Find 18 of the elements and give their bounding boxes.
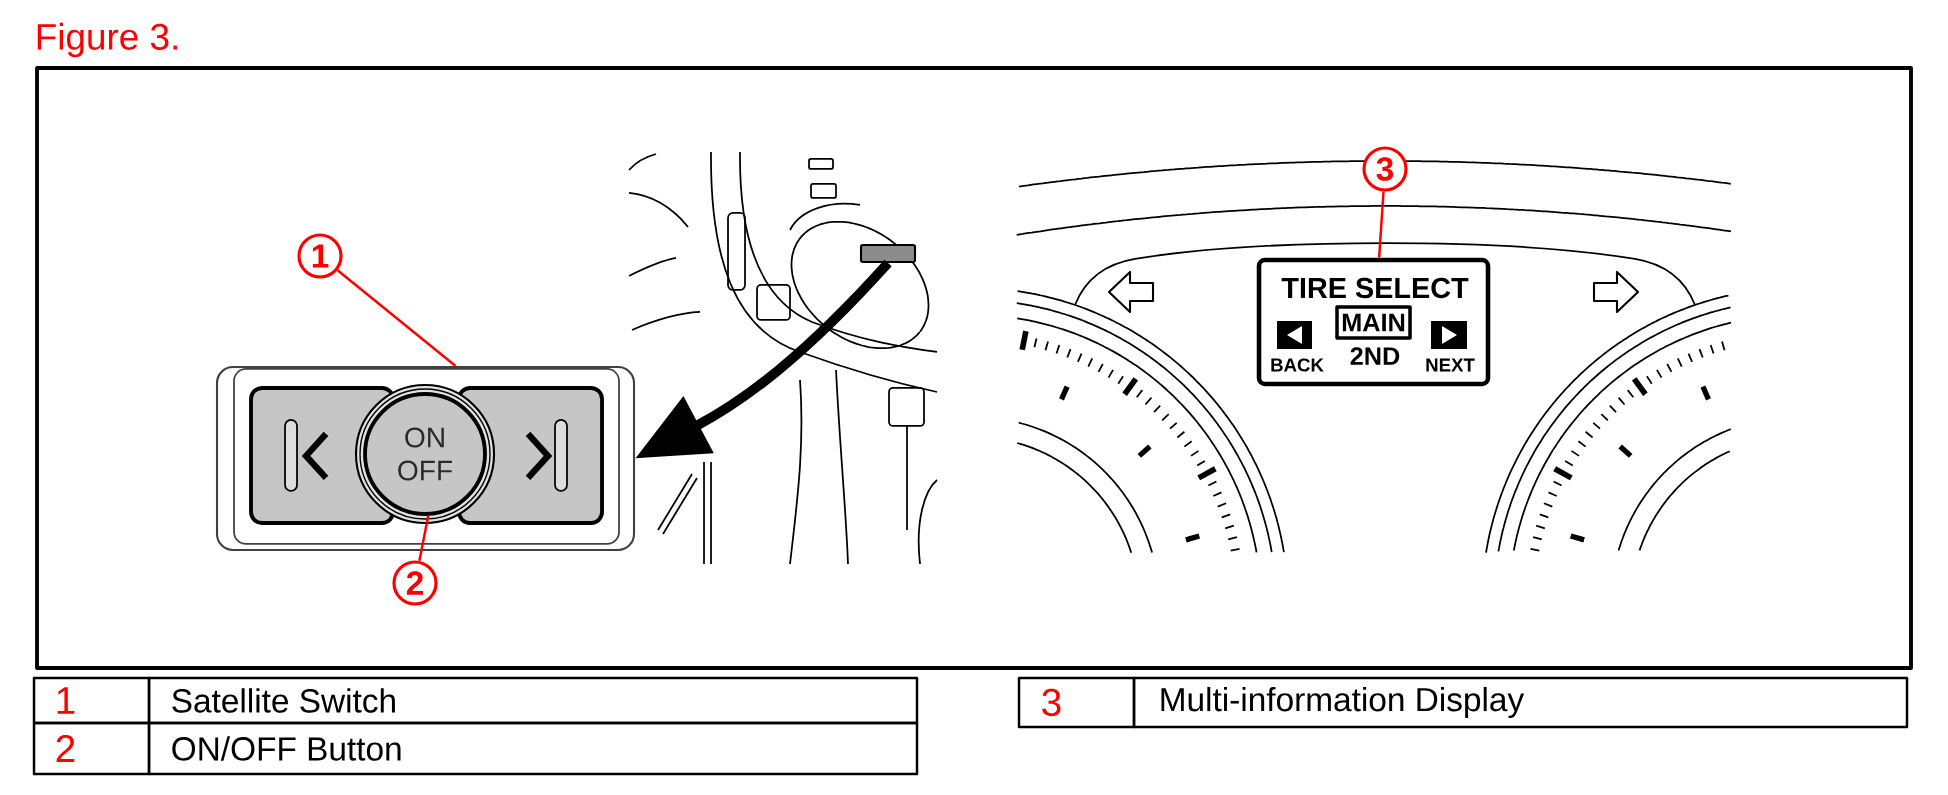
switch-panel bbox=[215, 365, 636, 552]
table-cell: 3 bbox=[1017, 676, 1136, 729]
leader-line bbox=[1377, 191, 1385, 258]
leader-line bbox=[418, 515, 430, 562]
button-caption: BACK bbox=[1271, 358, 1324, 372]
screen-title: TIRE SELECT bbox=[1281, 277, 1469, 299]
button-caption: NEXT bbox=[1426, 358, 1475, 372]
table-cell: 1 bbox=[32, 676, 151, 725]
table-cell: 2 bbox=[32, 721, 151, 776]
table-cell: Multi-information Display bbox=[1132, 676, 1909, 729]
figure-title: Figure 3. bbox=[37, 22, 177, 58]
selected-menu-item: MAIN bbox=[1335, 305, 1412, 340]
round-button: ON OFF bbox=[363, 392, 487, 516]
small-switch bbox=[859, 243, 917, 264]
table-cell: ON/OFF Button bbox=[147, 721, 919, 776]
table-cell: Satellite Switch bbox=[147, 676, 919, 725]
menu-item: 2ND bbox=[1350, 347, 1400, 365]
leader-line bbox=[336, 269, 457, 367]
